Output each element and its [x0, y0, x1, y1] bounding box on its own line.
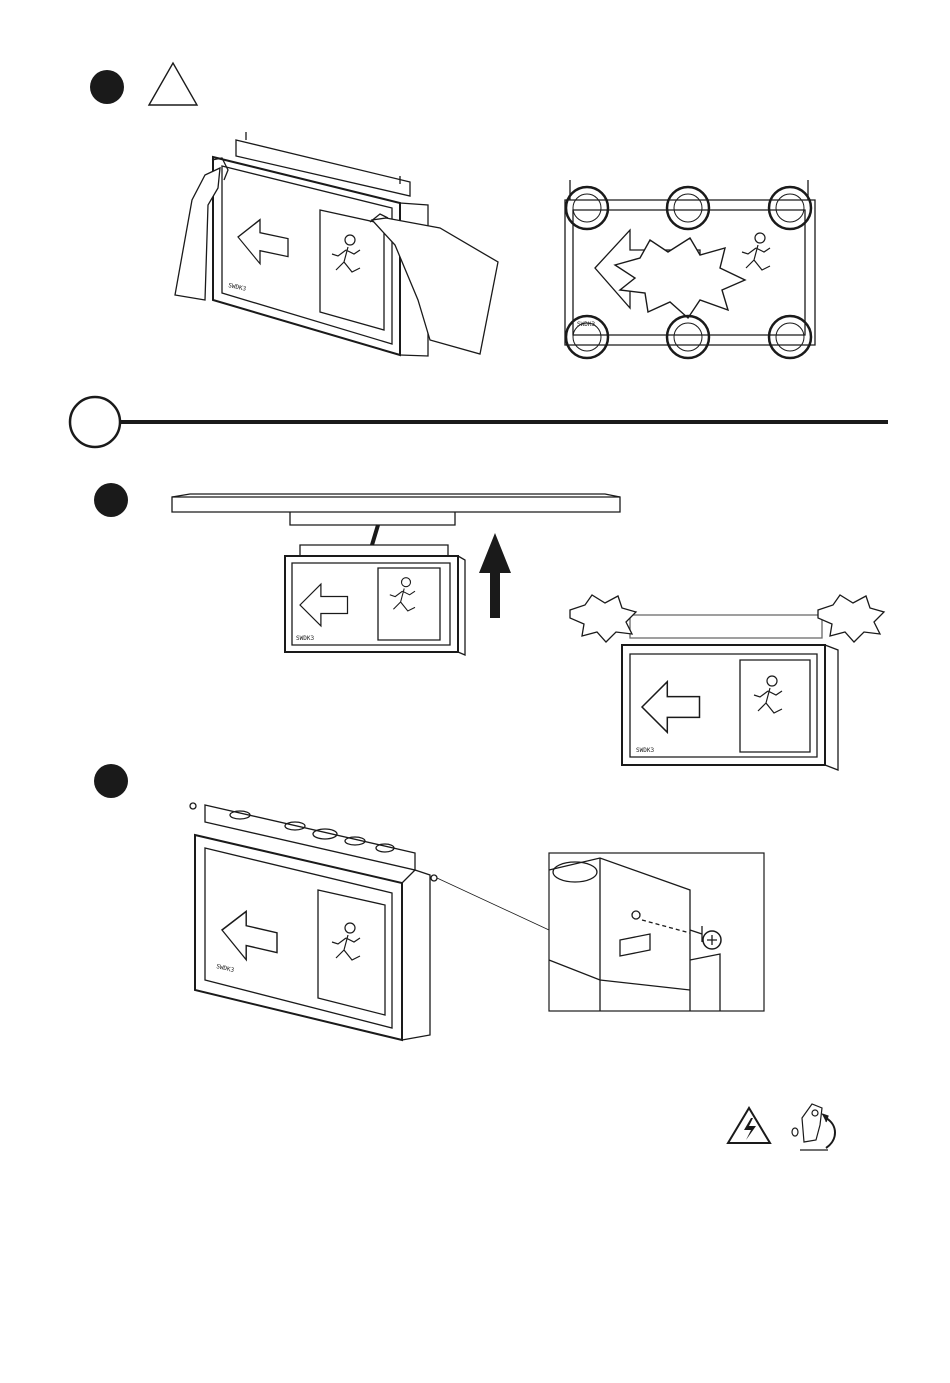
step-a-marker — [90, 70, 124, 104]
electric-hazard-icon — [728, 1108, 770, 1143]
sign-cover-removal-illustration — [175, 132, 498, 356]
step-b-marker — [94, 483, 128, 517]
sign-tiny-label-1: SWDK3 — [228, 282, 248, 293]
screw-fix-illustration — [190, 803, 764, 1040]
sign-tiny-label-3: SWDK3 — [296, 635, 314, 642]
burst-right — [818, 595, 884, 642]
step-c-marker — [94, 764, 128, 798]
power-switch-icon — [792, 1104, 835, 1150]
sign-tiny-label-5: SWDK3 — [216, 963, 236, 974]
ceiling-mount-illustration — [172, 494, 620, 655]
sign-tiny-label-4: SWDK3 — [636, 747, 654, 754]
caution-triangle-icon — [149, 63, 197, 105]
up-arrow-icon — [479, 533, 511, 618]
sign-snap-illustration — [570, 595, 884, 770]
burst-left — [570, 595, 636, 642]
sign-tiny-label-2: SWDK3 — [577, 321, 595, 328]
section-marker — [70, 397, 120, 447]
